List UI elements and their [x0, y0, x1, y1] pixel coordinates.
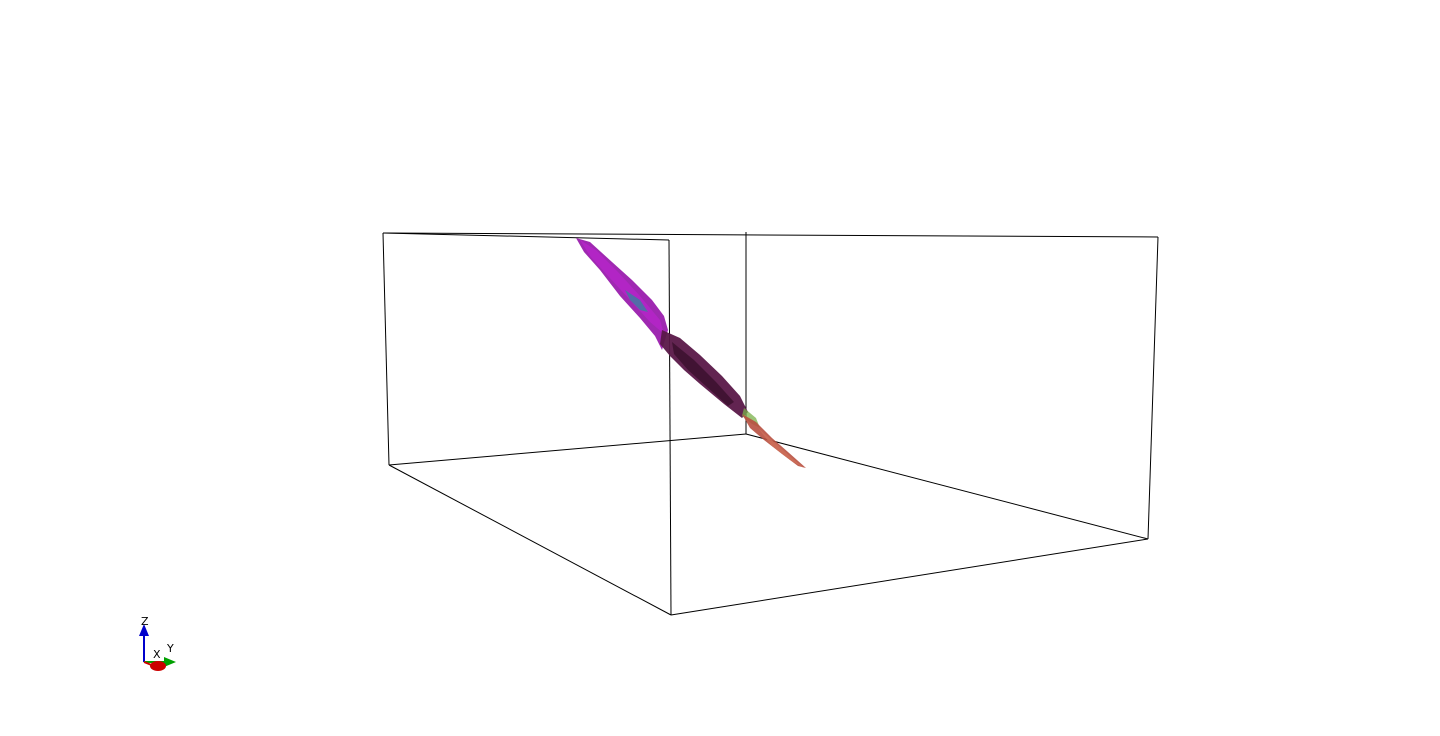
y-axis-label: Y: [166, 642, 174, 655]
bbox-edge-front-bottom-right: [670, 538, 1149, 616]
fault-surface-middle-dark: [672, 342, 734, 406]
bbox-edge-left-vertical: [382, 232, 390, 466]
z-axis: [139, 624, 149, 662]
bbox-edge-back-bottom: [388, 433, 747, 466]
fault-surface-lower: [742, 414, 806, 468]
z-axis-label: Z: [141, 616, 149, 628]
fault-surface[interactable]: [576, 238, 806, 468]
x-axis-label: X: [153, 648, 161, 661]
fault-surface-upper-highlight: [580, 240, 664, 334]
bbox-edge-back-top: [382, 232, 1159, 238]
bbox-edge-back-bottom-right: [745, 433, 1149, 540]
x-axis: [143, 661, 166, 671]
bbox-edge-front-bottom-left: [388, 464, 672, 616]
orientation-axes-widget: Z Y X: [139, 616, 176, 671]
bounding-box: [382, 232, 1159, 616]
bbox-edge-front-top-left: [382, 232, 670, 241]
bbox-edge-right-vertical: [1147, 236, 1159, 540]
bbox-edge-front-vertical: [668, 239, 672, 616]
fault-surface-teal: [625, 290, 648, 312]
